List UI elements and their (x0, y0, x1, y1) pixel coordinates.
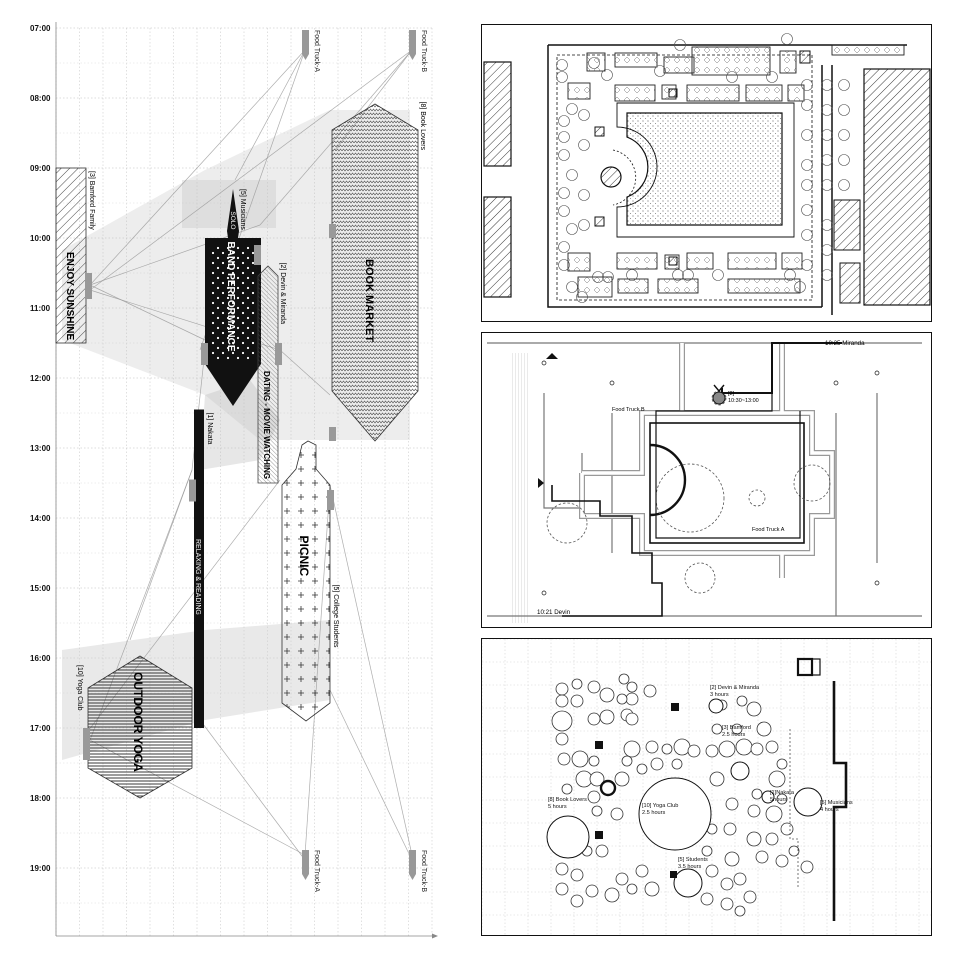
spot-label-duration: 2.5 hours (722, 732, 746, 738)
spot-bamford (730, 761, 750, 781)
hour-label: 14:00 (30, 514, 51, 523)
spot-label-duration: 3.5 hours (678, 864, 702, 870)
activity-subtitle: SOLO (229, 211, 236, 229)
hour-label: 15:00 (30, 584, 51, 593)
spot-book-lovers (546, 815, 590, 859)
spot-label-duration: 3 hours (710, 692, 729, 698)
activity-picnic (281, 440, 331, 722)
hour-label: 13:00 (30, 444, 51, 453)
route-devin (551, 485, 663, 617)
spot-label-duration: 5hours (770, 797, 787, 803)
spot-label-group: [8] Book Lovers (548, 797, 587, 803)
food-truck-marker (302, 850, 309, 874)
food-truck-label: Food Truck-A (313, 850, 320, 892)
activity-book-market (331, 103, 419, 442)
spot-devin-miranda (708, 698, 724, 714)
activity-group: [10] Yoga Club (76, 665, 83, 711)
spot-label-duration: 4 hours (820, 807, 839, 813)
spot-label-duration: 5 hours (548, 804, 567, 810)
hour-label: 16:00 (30, 654, 51, 663)
spot-nakata (761, 790, 775, 804)
activity-title: BAND PERFORMANCE (225, 242, 236, 352)
hour-label: 10:00 (30, 234, 51, 243)
spot-students (673, 868, 703, 898)
activity-title: PICNIC (297, 536, 311, 577)
timeline-activities (55, 30, 419, 880)
spot-musicians (793, 787, 823, 817)
activity-outdoor-yoga (87, 655, 193, 799)
spot-label-group: [3] Bamford (722, 725, 751, 731)
activity-group: [8] Book Lovers (419, 102, 426, 151)
spot-label-group: [10] Yoga Club (642, 803, 678, 809)
route-map-panel: 10:25 Miranda 10:21 Devin Food Truck B F… (481, 332, 932, 628)
activity-title: ENJOY SUNSHINE (64, 252, 75, 341)
activity-title: RELAXING & READING (194, 539, 201, 615)
food-truck-label: Food Truck-A (313, 30, 320, 72)
activity-title: BOOK MARKET (363, 259, 375, 342)
label-meeting-number: [2] (728, 391, 735, 397)
activity-enjoy-sunshine (55, 167, 87, 344)
activity-timeline: 07:00 08:00 09:00 10:00 11:00 12:00 13:00 14:00… (30, 22, 438, 939)
spot-label-group: [5] Students (678, 857, 708, 863)
spot-label-duration: 2.5 hours (642, 810, 666, 816)
activity-title: DATING - MOVIE WATCHING (262, 371, 271, 479)
hour-label: 09:00 (30, 164, 51, 173)
activity-group: [1] Nakata (206, 413, 213, 445)
activity-title: OUTDOOR YOGA (131, 672, 145, 772)
activity-group: [2] Devin & Miranda (279, 263, 286, 325)
hour-label: 11:00 (30, 304, 51, 313)
label-miranda: 10:25 Miranda (825, 340, 865, 347)
spot-label-group: [2] Devin & Miranda (710, 685, 760, 691)
timeline-labels: 07:00 08:00 09:00 10:00 11:00 12:00 13:00 14:00… (30, 24, 427, 892)
activity-group: [5] College Students (332, 585, 339, 649)
activity-dating (257, 265, 279, 484)
food-truck-label: Food Truck-B (420, 850, 427, 892)
meeting-spot-marker (712, 391, 726, 405)
activity-relaxing-reading (194, 409, 204, 728)
food-truck-marker (409, 850, 416, 874)
hour-label: 18:00 (30, 794, 51, 803)
usage-grid (482, 639, 931, 935)
hour-label: 19:00 (30, 864, 51, 873)
hour-label: 12:00 (30, 374, 51, 383)
site-plan-drawing (483, 33, 931, 315)
food-truck-marker (302, 30, 309, 54)
hour-label: 07:00 (30, 24, 51, 33)
spot-label-group: [1]Nakata (770, 790, 795, 796)
spot-yoga-club (638, 777, 712, 851)
activity-group: [3] Bamford Family (88, 171, 95, 230)
food-truck-marker (409, 30, 416, 54)
label-food-truck-a: Food Truck A (752, 527, 785, 533)
spot-label-group: [5] Musicians (820, 800, 853, 806)
route-map-drawing: 10:25 Miranda 10:21 Devin Food Truck B F… (487, 340, 922, 623)
hour-label: 08:00 (30, 94, 51, 103)
label-devin: 10:21 Devin (537, 609, 571, 616)
hour-label: 17:00 (30, 724, 51, 733)
site-plan-panel (481, 24, 932, 322)
label-food-truck-b: Food Truck B (612, 407, 645, 413)
label-meeting-time: 10:30~13:00 (728, 398, 759, 404)
activity-group: [5] Musicians (239, 189, 246, 230)
food-truck-label: Food Truck-B (420, 30, 427, 72)
